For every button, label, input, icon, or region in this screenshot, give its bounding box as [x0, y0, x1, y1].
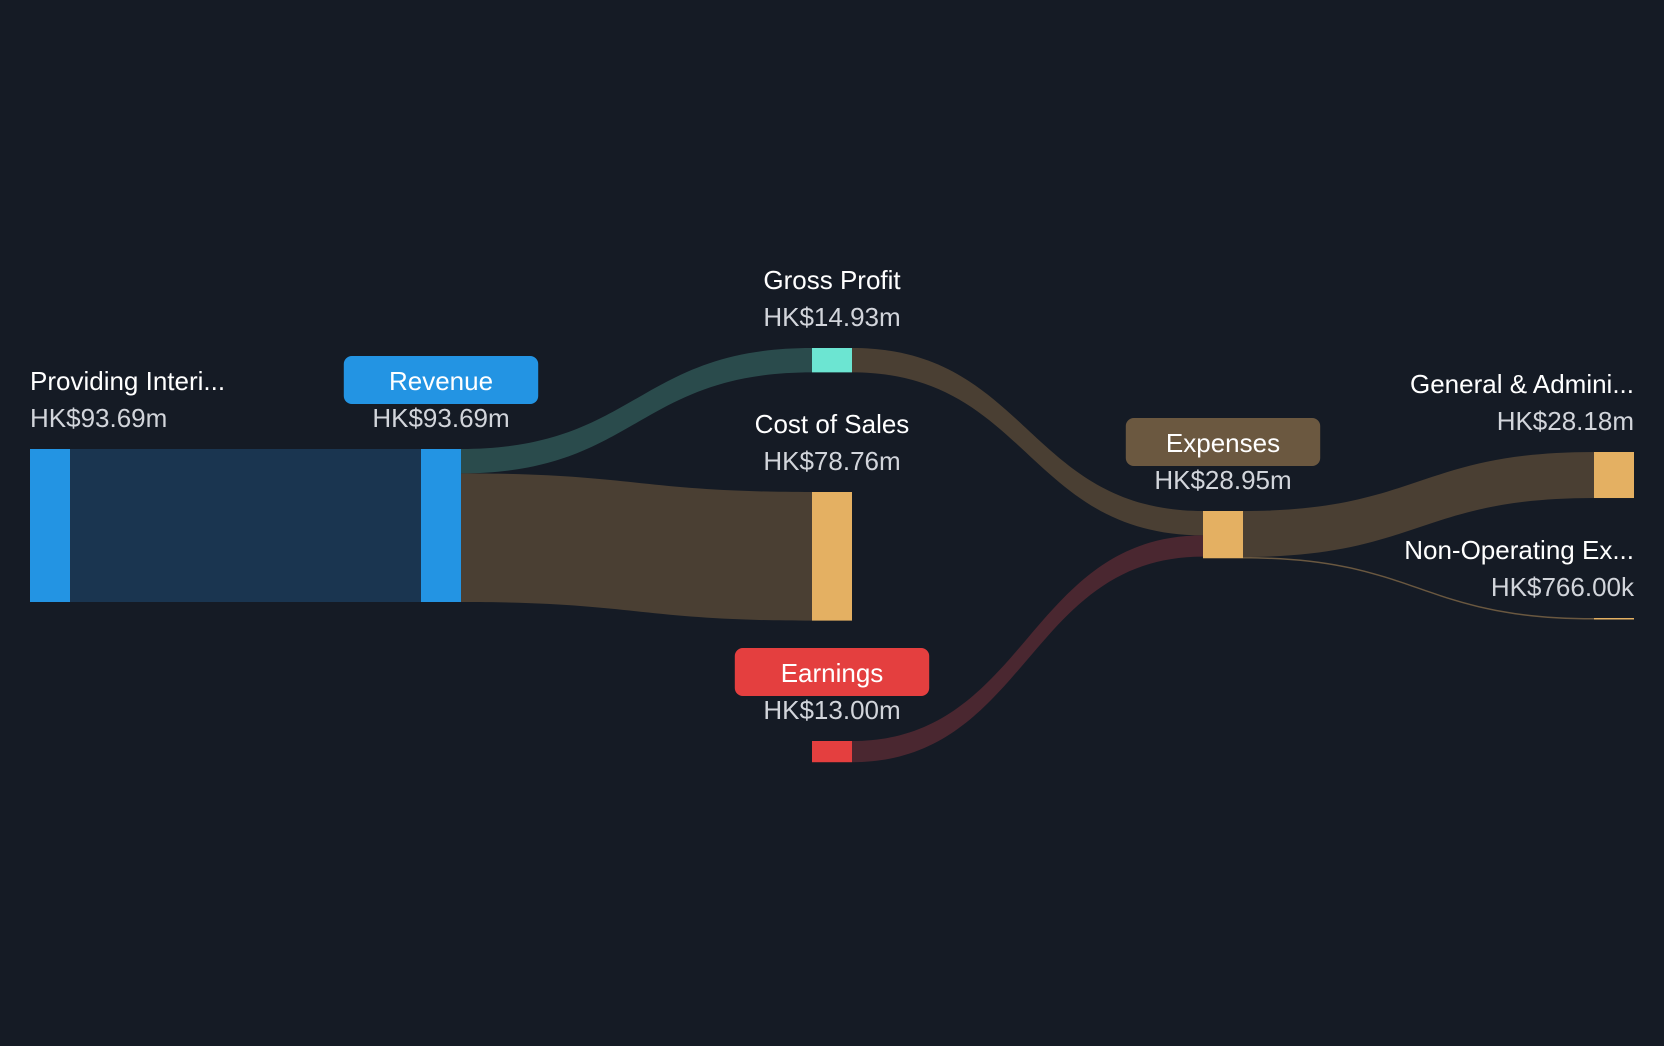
node-bar-segment: [30, 449, 70, 602]
node-value-revenue: HK$93.69m: [372, 403, 509, 433]
link-segment-to-revenue: [70, 449, 421, 602]
link-gross_profit-to-expenses: [852, 348, 1203, 536]
node-label-gen_admin: General & Admini...: [1410, 369, 1634, 399]
badge-expenses: [1125, 418, 1321, 466]
link-expenses-to-gen_admin: [1243, 452, 1594, 558]
node-label-segment: Providing Interi...: [30, 366, 225, 396]
node-bar-cost_of_sales: [812, 492, 852, 621]
node-label-revenue: Revenue: [389, 366, 493, 396]
link-earnings-to-expenses: [852, 535, 1203, 763]
node-value-expenses: HK$28.95m: [1154, 465, 1291, 495]
sankey-labels: Providing Interi... HK$93.69m RevenueHK$93…: [30, 265, 1635, 725]
node-bar-revenue: [421, 449, 461, 602]
node-value-earnings: HK$13.00m: [763, 695, 900, 725]
node-value-gross_profit: HK$14.93m: [763, 302, 900, 332]
node-label-cost_of_sales: Cost of Sales: [755, 409, 910, 439]
node-value-segment: HK$93.69m: [30, 403, 167, 433]
node-label-expenses: Expenses: [1166, 428, 1280, 458]
node-value-gen_admin: HK$28.18m: [1497, 406, 1634, 436]
node-bar-gross_profit: [812, 348, 852, 373]
link-revenue-to-gross_profit: [461, 348, 812, 474]
node-bar-gen_admin: [1594, 452, 1634, 499]
node-value-non_operating: HK$766.00k: [1491, 572, 1635, 602]
badge-earnings: [734, 648, 930, 696]
node-bar-expenses: [1203, 511, 1243, 559]
node-label-non_operating: Non-Operating Ex...: [1404, 535, 1634, 565]
node-value-cost_of_sales: HK$78.76m: [763, 446, 900, 476]
link-expenses-to-non_operating: [1243, 557, 1594, 620]
link-revenue-to-cost_of_sales: [461, 473, 812, 621]
node-label-earnings: Earnings: [781, 658, 884, 688]
node-bar-earnings: [812, 741, 852, 763]
node-bar-non_operating: [1594, 618, 1634, 620]
node-label-gross_profit: Gross Profit: [763, 265, 901, 295]
badge-revenue: [343, 356, 539, 404]
sankey-nodes: [30, 348, 1634, 763]
sankey-links: [70, 348, 1594, 763]
